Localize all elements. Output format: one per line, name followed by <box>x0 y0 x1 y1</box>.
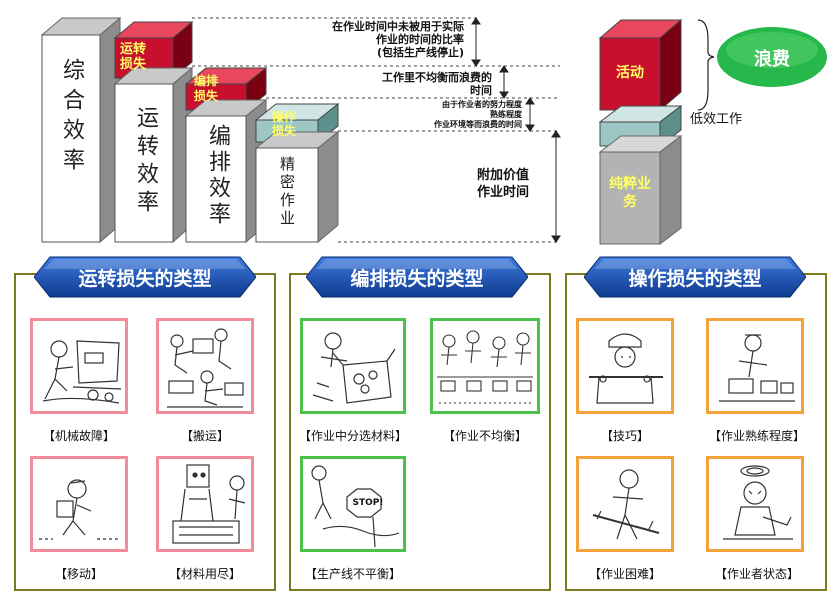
low-efficiency-label: 低效工作 <box>690 112 743 127</box>
activity-label: 活动 <box>616 65 644 81</box>
measure-arrows <box>471 17 561 243</box>
caption-skill: 【技巧】 <box>600 429 649 443</box>
arrangement-loss-label: 编排损失 <box>193 74 218 103</box>
note-operation-loss: 由于作业者的努力程度熟练程度作业环境等而浪费的时间 <box>434 100 522 129</box>
col-precision-work-label: 精密作业 <box>278 156 296 228</box>
image-work-difficulty <box>576 456 674 552</box>
efficiency-diagram <box>40 16 827 246</box>
stack-low-efficiency <box>598 104 683 148</box>
note-running-loss: 在作业时间中未被用于实际作业的时间的比率(包括生产线停止) <box>332 20 464 59</box>
caption-sorting-materials: 【作业中分选材料】 <box>298 429 407 443</box>
pill-running <box>34 256 256 298</box>
caption-movement: 【移动】 <box>54 567 103 581</box>
caption-material-shortage: 【材料用尽】 <box>168 567 241 581</box>
col-overall-efficiency-label: 综合效率 <box>59 58 84 178</box>
image-sorting-materials <box>300 318 406 414</box>
image-line-imbalance <box>300 456 406 552</box>
column-precision-work <box>254 130 340 244</box>
brace-icon <box>697 19 715 111</box>
box-running-loss <box>113 20 194 80</box>
pill-operation <box>584 256 806 298</box>
guide-lines <box>192 17 560 243</box>
pill-running-title: 运转损失的类型 <box>78 267 212 290</box>
image-skill <box>576 318 674 414</box>
caption-worker-condition: 【作业者状态】 <box>714 567 799 581</box>
caption-work-imbalance: 【作业不均衡】 <box>442 429 527 443</box>
pure-work-label: 纯粹业务 <box>609 176 651 210</box>
image-proficiency <box>706 318 804 414</box>
running-loss-label: 运转损失 <box>119 42 146 72</box>
image-worker-condition <box>706 456 804 552</box>
column-running-efficiency <box>113 66 194 244</box>
pill-arrangement <box>306 256 528 298</box>
pill-arrangement-title: 编排损失的类型 <box>350 267 484 290</box>
stack-activity <box>598 18 683 112</box>
col-running-efficiency-label: 运转效率 <box>133 106 158 218</box>
image-machine-failure <box>30 318 128 414</box>
note-arrangement-loss: 工作里不均衡而浪费的时间 <box>382 71 492 97</box>
caption-line-imbalance: 【生产线不平衡】 <box>304 567 401 581</box>
image-transport <box>156 318 254 414</box>
caption-work-difficulty: 【作业困难】 <box>588 567 661 581</box>
stop-sign-text: STOP! <box>352 498 384 508</box>
pill-operation-title: 操作损失的类型 <box>628 267 762 290</box>
operation-loss-label: 操作损失 <box>271 110 296 138</box>
image-movement <box>30 456 128 552</box>
col-arrangement-efficiency-label: 编排效率 <box>205 124 230 228</box>
note-value-added-time: 附加价值作业时间 <box>476 168 529 200</box>
stack-pure-work <box>598 134 683 246</box>
caption-machine-failure: 【机械故障】 <box>42 429 115 443</box>
waste-label: 浪费 <box>754 49 790 70</box>
caption-transport: 【搬运】 <box>180 429 229 443</box>
image-work-imbalance <box>430 318 540 414</box>
caption-proficiency: 【作业熟练程度】 <box>708 429 805 443</box>
image-material-shortage <box>156 456 254 552</box>
